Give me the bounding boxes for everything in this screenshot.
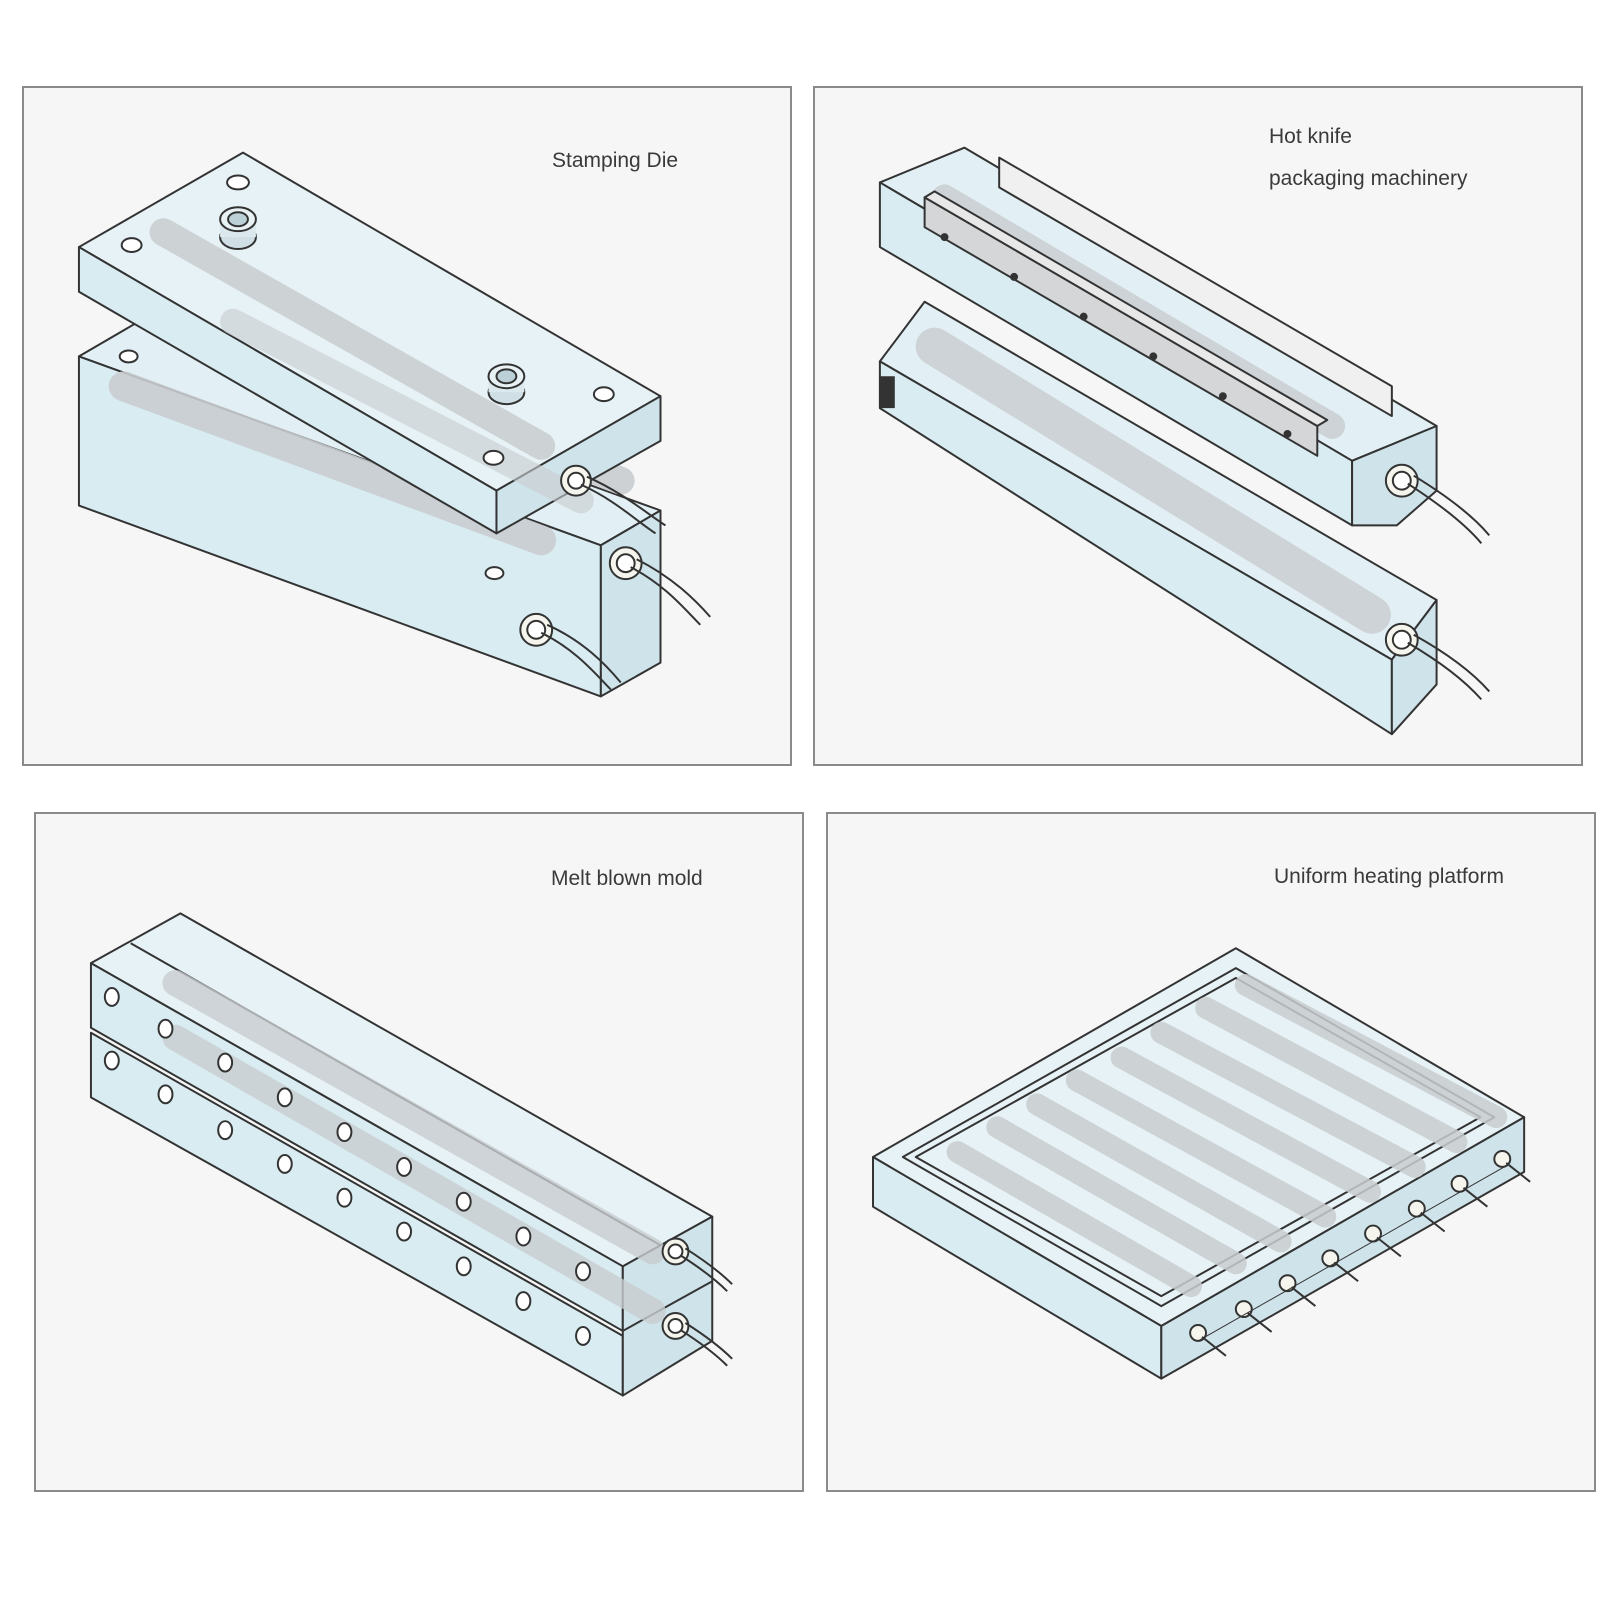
panel-label-stamping-die: Stamping Die xyxy=(552,149,679,172)
melt-blown-mold-illustration xyxy=(89,912,733,1397)
panel-label-packaging-machinery: packaging machinery xyxy=(1269,167,1468,190)
uniform-heating-platform-illustration xyxy=(872,947,1531,1380)
panel-melt-blown-mold: Melt blown mold xyxy=(34,812,804,1492)
panel-hot-knife: Hot knife packaging machinery xyxy=(813,86,1583,766)
panel-label-melt-blown-mold: Melt blown mold xyxy=(551,867,703,890)
hot-knife-illustration xyxy=(878,146,1491,736)
panel-label-hot-knife: Hot knife xyxy=(1269,125,1352,148)
panel-label-uniform-heating-platform: Uniform heating platform xyxy=(1274,865,1504,888)
panel-stamping-die: Stamping Die xyxy=(22,86,792,766)
stamping-die-illustration xyxy=(77,151,711,698)
panel-uniform-heating-platform: Uniform heating platform xyxy=(826,812,1596,1492)
